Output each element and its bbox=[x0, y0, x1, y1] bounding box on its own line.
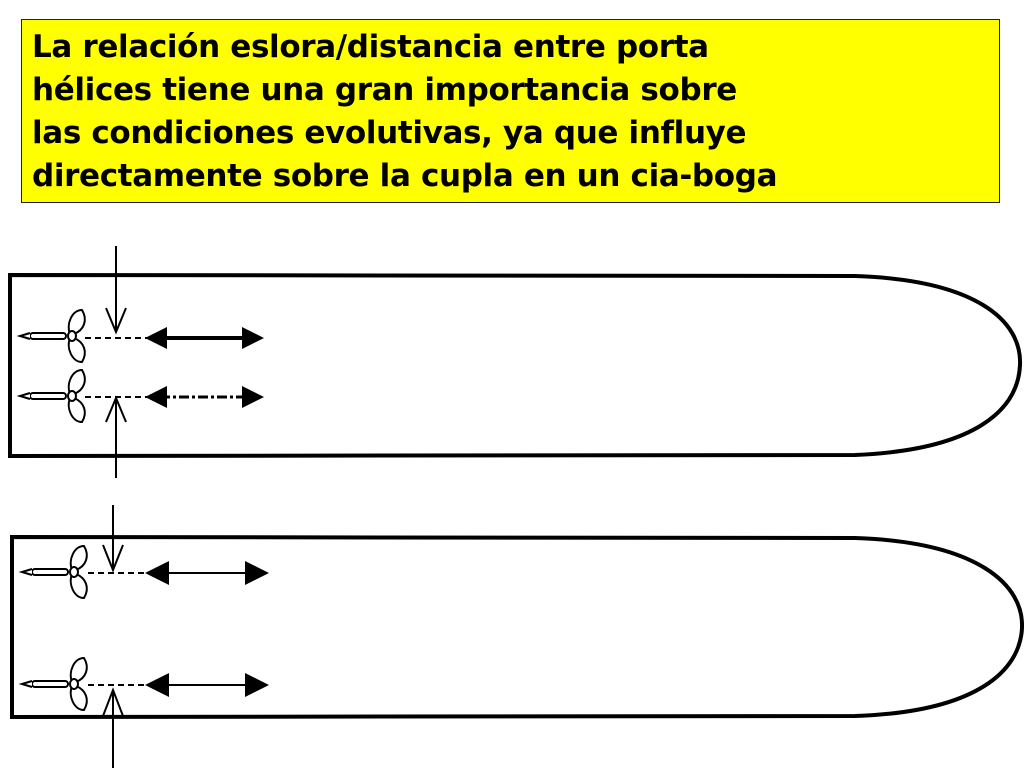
title-box: La relación eslora/distancia entre porta… bbox=[21, 19, 1000, 203]
title-line-2: hélices tiene una gran importancia sobre bbox=[32, 72, 737, 108]
lower-shaft-lines bbox=[88, 572, 150, 686]
upper-double-arrow-bottom bbox=[145, 386, 264, 408]
lower-double-arrow-bottom bbox=[145, 673, 269, 697]
lower-distance-markers bbox=[102, 505, 124, 768]
upper-distance-markers bbox=[105, 246, 127, 478]
title-line-1: La relación eslora/distancia entre porta bbox=[32, 29, 709, 65]
lower-double-arrow-top bbox=[145, 561, 269, 585]
lower-hull bbox=[10, 534, 1024, 720]
upper-double-arrow-top bbox=[145, 327, 264, 349]
title-line-4: directamente sobre la cupla en un cia-bo… bbox=[32, 158, 778, 194]
title-line-3: las condiciones evolutivas, ya que influ… bbox=[32, 115, 747, 151]
upper-hull bbox=[8, 272, 1023, 459]
upper-shaft-lines bbox=[85, 337, 150, 398]
